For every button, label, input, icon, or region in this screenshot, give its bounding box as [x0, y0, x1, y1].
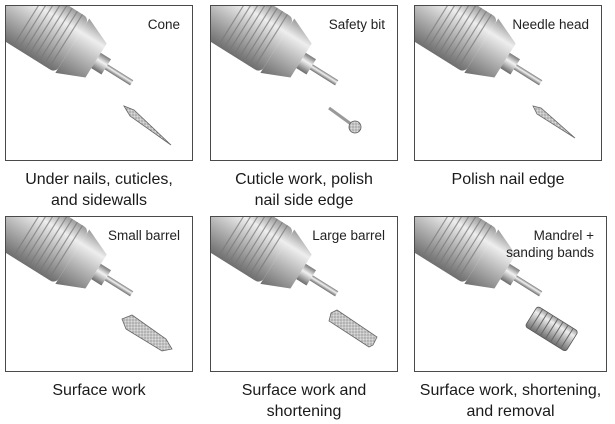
bit-panel: Needle head: [414, 5, 602, 161]
mandrel-sanding-band-icon: [415, 217, 578, 352]
bit-card-mandrel: Mandrel + sanding bands Surface work, sh…: [414, 216, 607, 422]
bit-use-caption: Surface work and shortening: [241, 382, 367, 420]
bit-name: Needle head: [512, 17, 589, 32]
bit-use-caption: Surface work: [52, 382, 146, 399]
bit-name: Mandrel + sanding bands: [506, 228, 594, 260]
safety-bit-icon: [211, 6, 362, 134]
small-barrel-bit-icon: [6, 217, 173, 352]
bit-card-needle: Needle head Polish nail edge: [414, 5, 602, 190]
bit-panel: Small barrel: [5, 216, 193, 372]
large-barrel-bit-icon: [211, 217, 378, 348]
bit-card-cone: Cone Under nails, cuticles, and sidewall…: [5, 5, 193, 211]
bit-panel: Safety bit: [210, 5, 398, 161]
bit-use-caption: Surface work, shortening, and removal: [419, 382, 602, 420]
bit-panel: Cone: [5, 5, 193, 161]
bit-panel: Mandrel + sanding bands: [414, 216, 607, 372]
bit-name: Large barrel: [312, 228, 385, 243]
bit-card-safety: Safety bit Cuticle work, polish nail sid…: [210, 5, 398, 211]
bit-name: Cone: [147, 17, 180, 32]
bit-name: Small barrel: [107, 228, 180, 243]
bit-name: Safety bit: [328, 17, 385, 32]
bit-panel: Large barrel: [210, 216, 398, 372]
bit-card-small-barrel: Small barrel Surface work: [5, 216, 193, 401]
bit-use-caption: Polish nail edge: [451, 171, 565, 188]
bit-card-large-barrel: Large barrel Surface work and shortening: [210, 216, 398, 422]
bit-use-caption: Cuticle work, polish nail side edge: [235, 171, 373, 209]
bit-use-caption: Under nails, cuticles, and sidewalls: [25, 171, 173, 209]
needle-bit-icon: [415, 6, 576, 139]
cone-bit-icon: [6, 6, 172, 146]
